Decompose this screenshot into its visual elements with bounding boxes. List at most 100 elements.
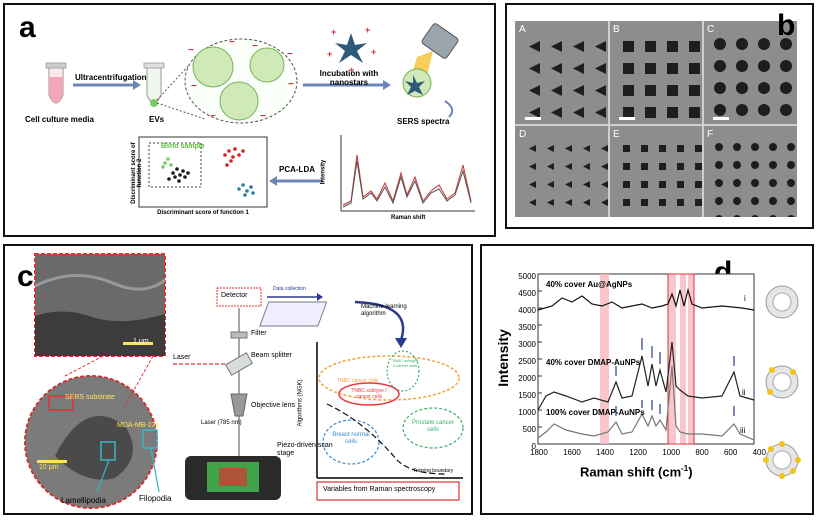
- nanostructure-shape: [623, 63, 634, 74]
- svg-text:−: −: [287, 49, 293, 60]
- nanostructure-shape: [787, 215, 795, 223]
- nanostructure-shape: [529, 85, 540, 96]
- ev-tube-icon: [143, 62, 165, 107]
- series-3-label: 100% cover DMAP-AuNPs: [546, 408, 645, 417]
- nanostructure-shape: [751, 161, 759, 169]
- nanostructure-shape: [733, 161, 741, 169]
- nanostructure-shape: [645, 85, 656, 96]
- group-breast-normal: Breast normal cells: [332, 432, 370, 445]
- nanostructure-shape: [758, 82, 770, 94]
- spectra-y-axis: Intensity: [320, 159, 327, 185]
- svg-text:+: +: [371, 47, 376, 57]
- workflow-diagram: −−− −−− −− +++ ++: [45, 23, 475, 212]
- nanostructure-shape: [677, 163, 684, 170]
- laser-icon: [402, 23, 459, 98]
- ytick: 4000: [518, 306, 536, 315]
- nanostructure-shape: [583, 181, 590, 188]
- nanostructure-shape: [733, 179, 741, 187]
- nanostructure-shape: [769, 161, 777, 169]
- xtick: 1600: [563, 448, 581, 457]
- ytick: 4500: [518, 289, 536, 298]
- nanostructure-shape: [689, 85, 700, 96]
- svg-text:−: −: [288, 79, 294, 90]
- nanostructure-shape: [551, 107, 562, 118]
- nanostructure-shape: [677, 199, 684, 206]
- sub-D: D: [519, 129, 527, 140]
- nanostructure-shape: [758, 38, 770, 50]
- nanostructure-shape: [787, 143, 795, 151]
- nanostructure-shape: [601, 163, 608, 170]
- nanostructure-shape: [736, 82, 748, 94]
- d-xlabel-sup: -1: [681, 464, 689, 473]
- svg-text:+: +: [349, 65, 354, 75]
- nanostructure-shape: [529, 107, 540, 118]
- nanostructure-shape: [659, 181, 666, 188]
- svg-text:−: −: [260, 111, 266, 122]
- nanostructure-shape: [529, 145, 536, 152]
- data-collection-label: Data collection: [273, 286, 306, 292]
- ytick: 5000: [518, 272, 536, 281]
- nanostructure-shape: [714, 38, 726, 50]
- nanostructure-shape: [645, 63, 656, 74]
- group-tnbc-i: TNBC subtype I cancer cells: [351, 388, 387, 400]
- nanostructure-shape: [780, 60, 792, 72]
- nanostructure-shape: [583, 199, 590, 206]
- nanostructure-shape: [780, 38, 792, 50]
- nanostructure-shape: [736, 60, 748, 72]
- nanostructure-shape: [769, 143, 777, 151]
- nanostructure-shape: [659, 199, 666, 206]
- nanostructure-shape: [677, 181, 684, 188]
- scan-stage-label: Piezo-driven scan stage: [277, 442, 333, 457]
- nanostructure-shape: [529, 199, 536, 206]
- xtick: 1400: [596, 448, 614, 457]
- nanostructure-shape: [769, 197, 777, 205]
- nanostructure-shape: [595, 41, 606, 52]
- nanostructure-shape: [529, 181, 536, 188]
- ytick: 2000: [518, 374, 536, 383]
- filter-label: Filter: [251, 330, 267, 337]
- panel-c: c: [3, 244, 473, 515]
- scale-bar: [525, 117, 541, 120]
- svg-text:−: −: [188, 45, 194, 56]
- nanostructure-shape: [641, 181, 648, 188]
- nanostructure-shape: [573, 85, 584, 96]
- panel-d: d: [480, 244, 814, 515]
- scale-10um: 10 µm: [39, 464, 59, 471]
- series-1-label: 40% cover Au@AgNPs: [546, 280, 633, 289]
- detector-label: Detector: [221, 292, 248, 299]
- nanostructure-shape: [573, 41, 584, 52]
- svg-text:−: −: [191, 81, 197, 92]
- ml-label: Machine learning algorithm: [361, 304, 407, 317]
- nanostructure-shape: [667, 63, 678, 74]
- nanostructure-shape: [695, 181, 702, 188]
- nanostructure-shape: [623, 181, 630, 188]
- d-xlabel-text: Raman shift (cm: [580, 464, 682, 480]
- lda-x-axis: Discriminant score of function 1: [157, 210, 249, 216]
- beam-splitter-label: Beam splitter: [251, 352, 292, 359]
- test-tube-icon: [45, 62, 67, 104]
- nanostructure-shape: [529, 163, 536, 170]
- cell-line-label: MDA-MB-231: [117, 422, 160, 429]
- panel-a-label: a: [19, 11, 36, 44]
- raman-plot: [537, 273, 801, 479]
- scale-bar: [619, 117, 635, 120]
- nanostructure-shape: [689, 41, 700, 52]
- d-yticks: 5000 4500 4000 3500 3000 2500 2000 1500 …: [506, 268, 536, 455]
- roman-iii: iii: [740, 426, 746, 435]
- nanostructure-shape: [667, 41, 678, 52]
- nanostructure-shape: [645, 107, 656, 118]
- nanostructure-shape: [565, 199, 572, 206]
- nanostructure-shape: [677, 145, 684, 152]
- sub-F: F: [707, 129, 714, 140]
- nanostructure-shape: [751, 179, 759, 187]
- svg-text:−: −: [210, 111, 216, 122]
- svg-text:−: −: [252, 41, 258, 52]
- nanostructure-shape: [565, 145, 572, 152]
- nanostructure-shape: [769, 215, 777, 223]
- nanostructure-shape: [529, 63, 540, 74]
- nanostructure-shape: [715, 179, 723, 187]
- nanostructure-shape: [751, 197, 759, 205]
- nanostructure-shape: [551, 85, 562, 96]
- nanostructure-shape: [714, 82, 726, 94]
- nanostructure-shape: [736, 104, 748, 116]
